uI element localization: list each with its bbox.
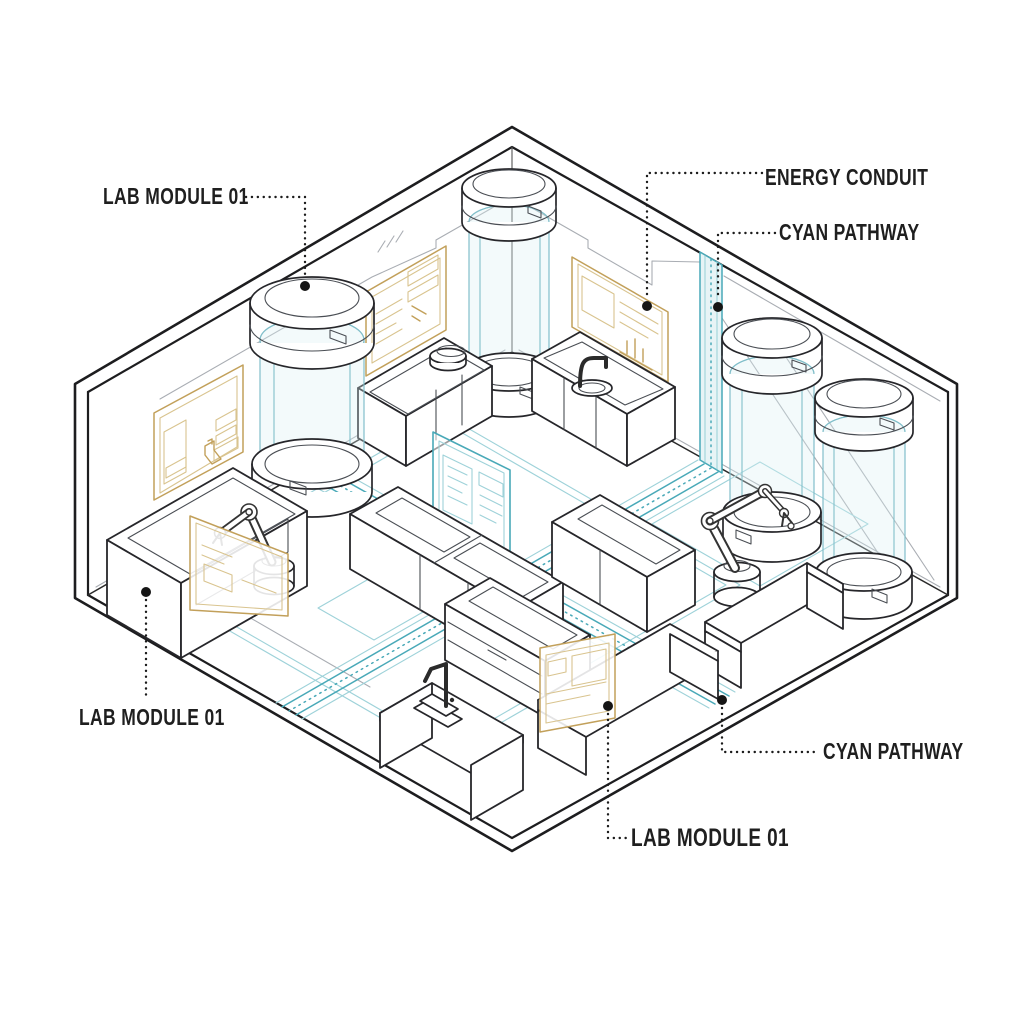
- holo-screen-gold-left: [189, 515, 289, 617]
- label-cyan-pathway-top: CYAN PATHWAY: [779, 219, 920, 245]
- table-display: [537, 623, 719, 776]
- anchor-cyan-pathway-top: [713, 302, 723, 312]
- leader-lab-module-bottom: [606, 712, 628, 840]
- wall-panel-left-a: [153, 364, 244, 501]
- sink-bench: [531, 331, 676, 467]
- label-lab-module-top: LAB MODULE 01: [103, 183, 249, 209]
- callout-leaders: [141, 171, 818, 840]
- desk-microscope: [379, 662, 524, 821]
- leader-cyan-pathway-top: [716, 231, 777, 301]
- anchor-energy-conduit: [642, 301, 652, 311]
- glass-cylinder-left: [249, 276, 375, 518]
- label-lab-module-left: LAB MODULE 01: [79, 704, 225, 730]
- leader-lab-module-top: [244, 195, 307, 280]
- anchor-lab-module-top: [300, 281, 310, 291]
- workbench-right-center: [551, 494, 696, 633]
- anchor-cyan-pathway-bottom: [717, 695, 727, 705]
- label-energy-conduit: ENERGY CONDUIT: [765, 164, 929, 190]
- pi-bench-right: [704, 562, 844, 689]
- energy-conduit-stripe: [699, 251, 723, 474]
- anchor-lab-module-left: [141, 587, 151, 597]
- label-lab-module-bottom: LAB MODULE 01: [631, 824, 790, 852]
- anchor-lab-module-bottom: [603, 701, 613, 711]
- wall-panel-left-b: [365, 245, 447, 377]
- label-cyan-pathway-bottom: CYAN PATHWAY: [823, 738, 964, 764]
- workbench-dish: [357, 337, 493, 467]
- leader-cyan-pathway-bottom: [720, 706, 818, 754]
